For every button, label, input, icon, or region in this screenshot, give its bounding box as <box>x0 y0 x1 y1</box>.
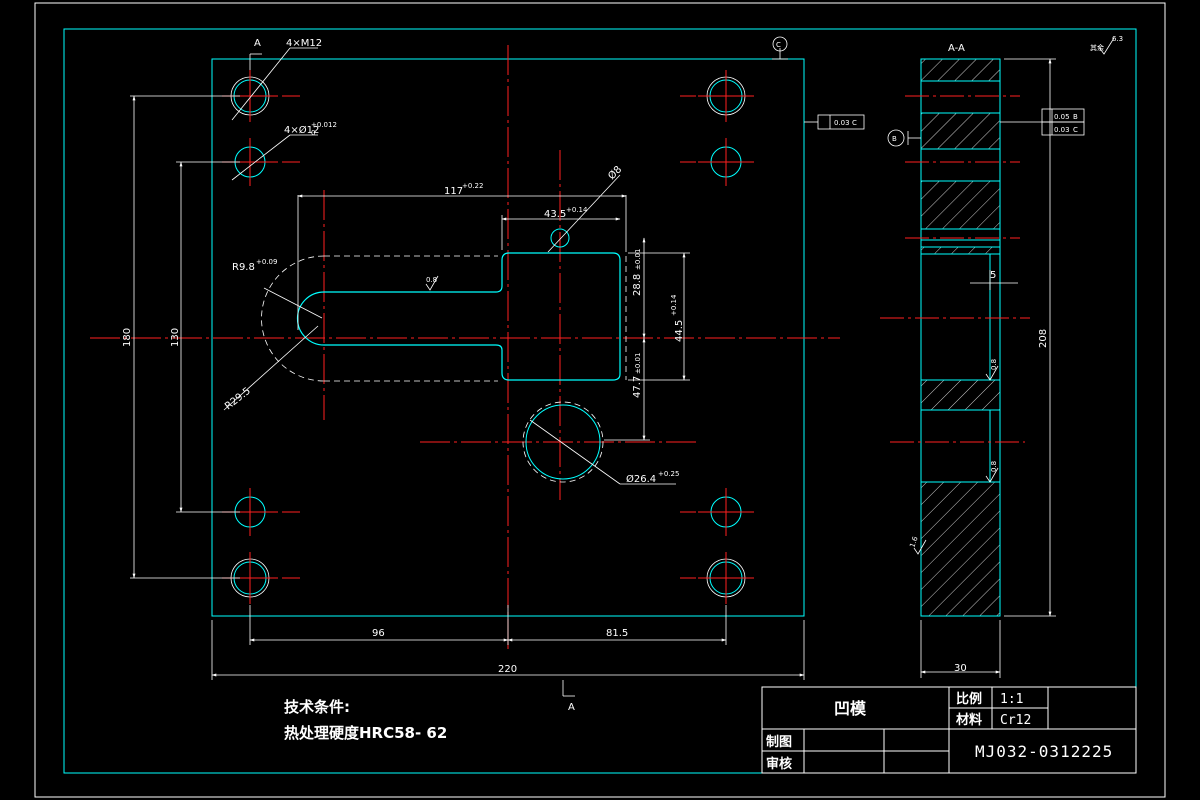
corner-holes <box>233 79 743 595</box>
section-centerlines <box>880 95 1030 443</box>
dim-117: 117 <box>444 186 463 197</box>
corner-hole-threads <box>230 76 746 598</box>
notes-heading: 技术条件: <box>284 698 350 716</box>
datum-c-label: C <box>776 41 781 49</box>
dim-96: 96 <box>372 628 385 639</box>
dim-44-5: 44.5 <box>674 320 685 342</box>
roughness-value: 0.8 <box>426 276 437 284</box>
radius-small-tol: +0.09 <box>256 258 277 266</box>
dim-180: 180 <box>122 328 133 347</box>
dim-5: 5 <box>990 270 996 281</box>
dim-208: 208 <box>1038 329 1049 348</box>
dim-30: 30 <box>954 663 967 674</box>
dim-47-7: 47.7 <box>632 376 643 398</box>
dim-28-8-tol: ±0.01 <box>634 249 642 270</box>
datum-c-circle <box>772 36 788 52</box>
section-marker-top: A <box>254 38 261 49</box>
roughness-symbol <box>425 275 439 291</box>
large-hole-callout: Ø26.4 <box>626 473 656 485</box>
dim-43-5: 43.5 <box>544 209 566 220</box>
section-dimensions <box>907 37 1115 678</box>
large-hole <box>525 404 601 480</box>
dim-117-tol: +0.22 <box>462 182 483 190</box>
dim-81-5: 81.5 <box>606 628 628 639</box>
centerlines <box>90 45 840 650</box>
scale-value: 1:1 <box>1000 692 1023 707</box>
section-roughness-1: 0.8 <box>990 359 998 370</box>
dim-28-8: 28.8 <box>632 274 643 296</box>
section-roughness-2: 0.8 <box>990 461 998 472</box>
scale-label: 比例 <box>956 691 982 707</box>
title-block: 凹模 比例 1:1 材料 Cr12 制图 审核 MJ032-0312225 <box>761 686 1137 774</box>
small-hole-callout: Ø8 <box>606 164 625 183</box>
dim-220: 220 <box>498 664 517 675</box>
datum-b-circle <box>887 129 905 147</box>
rest-roughness-label: 其余 <box>1090 43 1104 52</box>
material-label: 材料 <box>956 712 982 728</box>
section-outline <box>920 59 1001 616</box>
plan-view: C 0.8 A A 4×M12 4×Ø12 +0.012 0 117 +0.22… <box>90 36 865 713</box>
section-hatch <box>920 58 1001 617</box>
radius-small-callout: R9.8 <box>232 262 255 273</box>
die-cavity <box>296 252 621 381</box>
section-flatness-value: 0.03 <box>1054 126 1070 134</box>
parallel-datum: B <box>1073 113 1078 121</box>
large-hole-hidden <box>522 401 604 483</box>
small-hole <box>550 228 570 248</box>
pin-holes-tol: +0.012 <box>311 121 337 129</box>
dim-43-5-tol: +0.14 <box>566 206 588 214</box>
pin-holes-callout: 4×Ø12 <box>284 124 319 136</box>
drawing-number: MJ032-0312225 <box>975 742 1113 761</box>
material-value: Cr12 <box>1000 713 1031 728</box>
dimension-lines <box>130 47 865 697</box>
tapped-holes-callout: 4×M12 <box>286 38 322 49</box>
section-view: A-A <box>880 35 1123 678</box>
flatness-value: 0.03 <box>834 119 850 127</box>
checked-label: 审核 <box>766 756 792 772</box>
notes-line-1: 热处理硬度HRC58- 62 <box>284 724 447 742</box>
die-cavity-hidden <box>261 255 627 382</box>
section-title: A-A <box>948 43 965 54</box>
rest-roughness-value: 6.3 <box>1112 35 1123 43</box>
technical-notes: 技术条件: 热处理硬度HRC58- 62 <box>284 698 447 742</box>
section-marker-bottom: A <box>568 702 575 713</box>
pin-holes-tol-low: 0 <box>311 129 315 137</box>
radius-large-callout: R29.5 <box>223 386 253 413</box>
section-roughness-3: 1.6 <box>908 535 920 549</box>
sheet-border <box>34 2 1166 798</box>
large-hole-tol: +0.25 <box>658 470 679 478</box>
dim-44-5-tol: +0.14 <box>670 294 678 316</box>
parallel-value: 0.05 <box>1054 113 1070 121</box>
dim-130: 130 <box>170 328 181 347</box>
section-flatness-datum: C <box>1073 126 1078 134</box>
part-name: 凹模 <box>834 699 867 718</box>
flatness-datum: C <box>852 119 857 127</box>
drawn-label: 制图 <box>766 734 792 750</box>
dim-47-7-tol: ±0.01 <box>634 353 642 374</box>
datum-b-label: B <box>892 135 897 143</box>
flatness-frame <box>817 114 865 130</box>
